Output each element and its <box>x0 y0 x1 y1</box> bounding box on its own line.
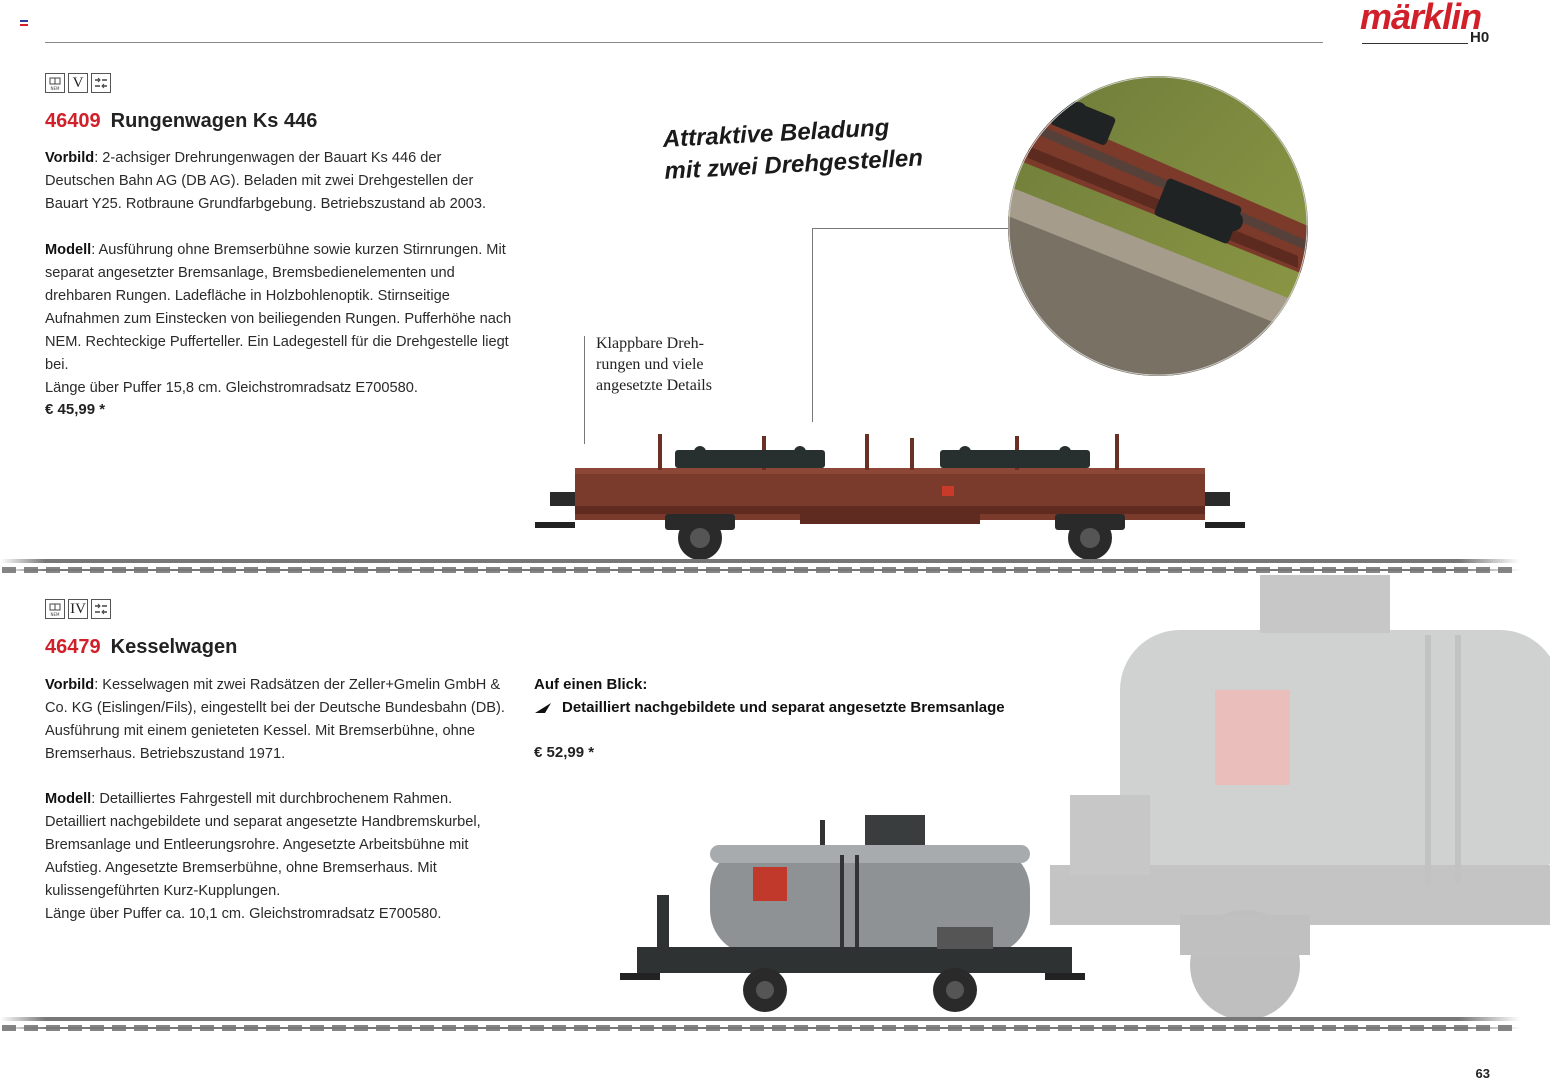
close-coupling-icon <box>91 599 111 619</box>
article1-modell: Modell: Ausführung ohne Bremserbühne sow… <box>45 242 512 396</box>
article2-name: Kesselwagen <box>110 636 238 658</box>
page-number: 63 <box>1475 1066 1490 1081</box>
era-badge: IV <box>68 599 88 619</box>
article1-annotation: Klappbare Dreh- rungen und viele angeset… <box>596 335 712 394</box>
load-detail-image <box>1008 76 1308 376</box>
vorbild-label: Vorbild <box>45 150 95 166</box>
nem-coupler-icon: NEM <box>45 73 65 93</box>
article2-vorbild: Vorbild: Kesselwagen mit zwei Radsätzen … <box>45 677 505 762</box>
svg-text:NEM: NEM <box>51 612 61 617</box>
track-divider-2 <box>0 1013 1520 1035</box>
nem-coupler-icon: NEM <box>45 599 65 619</box>
article1-price: € 45,99 * <box>45 401 106 418</box>
article1-icon-row: NEM V <box>45 73 111 93</box>
article1-callout: Attraktive Beladung mit zwei Drehgestell… <box>662 114 924 185</box>
leader-line-h <box>812 228 1008 229</box>
logo-wordmark: märklin <box>1360 0 1482 37</box>
vorbild-label: Vorbild <box>45 677 95 693</box>
close-coupling-icon <box>91 73 111 93</box>
article1-name: Rungenwagen Ks 446 <box>110 110 318 132</box>
header-rule <box>45 42 1323 43</box>
modell-label: Modell <box>45 242 92 258</box>
arrow-bullet-icon <box>535 702 551 713</box>
article2-price: € 52,99 * <box>534 744 595 761</box>
track-divider-1 <box>0 555 1520 577</box>
scale-label: H0 <box>1470 29 1490 46</box>
modell-label: Modell <box>45 791 92 807</box>
stake-wagon-image <box>530 430 1250 560</box>
tank-wagon-image <box>615 815 1090 1015</box>
at-a-glance-item: Detailliert nachgebildete und separat an… <box>534 699 1005 716</box>
article2-icon-row: NEM IV <box>45 599 111 619</box>
article1-number: 46409 <box>45 110 101 132</box>
tank-wagon-background-image <box>1030 575 1550 1030</box>
svg-text:NEM: NEM <box>51 86 61 91</box>
language-flag <box>20 20 28 26</box>
article1-title: 46409 Rungenwagen Ks 446 <box>45 110 317 133</box>
at-a-glance-heading: Auf einen Blick: <box>534 676 648 693</box>
annotation-line <box>584 336 585 444</box>
article2-number: 46479 <box>45 636 101 658</box>
article1-vorbild: Vorbild: 2-achsiger Drehrungenwagen der … <box>45 150 487 212</box>
article2-modell: Modell: Detailliertes Fahrgestell mit du… <box>45 791 481 922</box>
leader-line-v <box>812 228 813 422</box>
maerklin-logo: märklin H0 <box>1358 0 1498 52</box>
article2-title: 46479 Kesselwagen <box>45 636 237 659</box>
era-badge: V <box>68 73 88 93</box>
